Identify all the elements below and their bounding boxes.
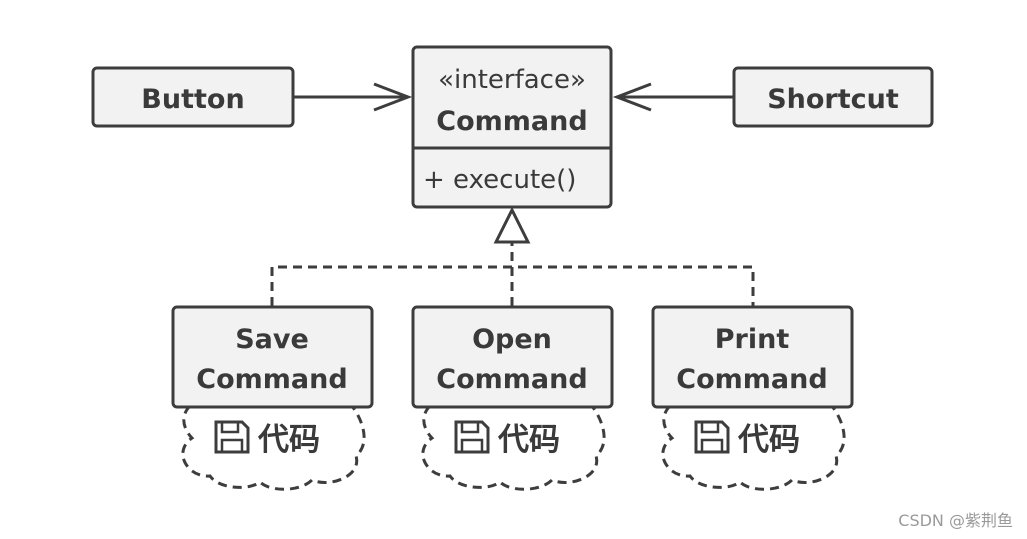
open-command-line2: Command	[436, 364, 587, 395]
edge-shortcut-to-command	[612, 82, 734, 112]
edge-button-to-command	[293, 82, 413, 112]
open-code-label: 代码	[497, 422, 560, 458]
print-command-line1: Print	[715, 324, 790, 355]
button-node-label: Button	[141, 84, 244, 115]
edge-realizations	[270, 206, 755, 306]
floppy-disk-icon	[214, 420, 250, 454]
print-code-label: 代码	[737, 422, 800, 458]
command-method: + execute()	[423, 165, 576, 195]
save-code-label: 代码	[257, 422, 320, 458]
save-command-line1: Save	[235, 324, 309, 355]
print-command-line2: Command	[676, 364, 827, 395]
shortcut-node-label: Shortcut	[767, 84, 899, 115]
print-command-node: Print Command 代码	[651, 305, 854, 491]
csdn-watermark: CSDN @紫荆鱼	[898, 511, 1013, 530]
open-command-node: Open Command 代码	[411, 305, 614, 491]
floppy-disk-icon	[454, 420, 490, 454]
floppy-disk-icon	[694, 420, 730, 454]
shortcut-node: Shortcut	[732, 66, 934, 128]
command-name: Command	[436, 106, 587, 137]
save-code-cloud	[181, 404, 366, 491]
command-stereotype: «interface»	[438, 65, 586, 95]
button-node: Button	[91, 66, 295, 128]
print-code-cloud	[661, 404, 846, 491]
command-interface-node: «interface» Command + execute()	[411, 45, 613, 209]
realization-triangle-head	[493, 206, 531, 244]
save-command-line2: Command	[196, 364, 347, 395]
save-command-node: Save Command 代码	[171, 305, 374, 491]
open-code-cloud	[421, 404, 606, 491]
open-command-line1: Open	[472, 324, 552, 355]
